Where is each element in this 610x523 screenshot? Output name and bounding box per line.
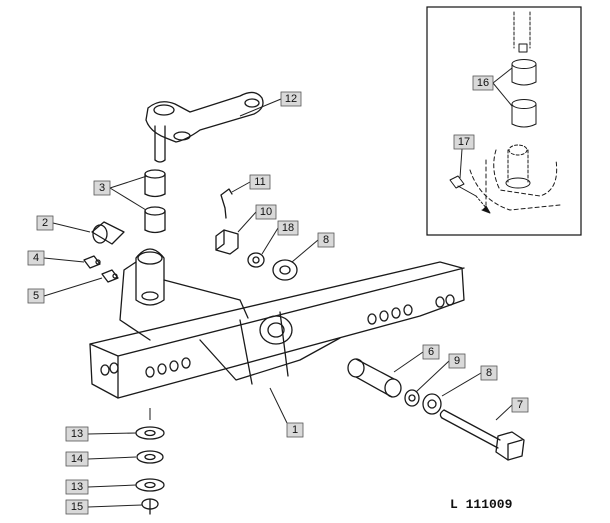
svg-text:3: 3 — [99, 182, 105, 194]
svg-text:13: 13 — [71, 428, 83, 440]
callout-13-lower: 13 — [65, 479, 89, 495]
callout-7: 7 — [511, 397, 529, 413]
callout-16: 16 — [472, 75, 494, 91]
callout-18: 18 — [277, 220, 299, 236]
svg-text:15: 15 — [71, 501, 83, 513]
callout-8-lower: 8 — [480, 365, 498, 381]
callout-15: 15 — [65, 499, 89, 515]
svg-text:7: 7 — [517, 399, 523, 411]
svg-text:18: 18 — [282, 222, 294, 234]
svg-text:8: 8 — [323, 234, 329, 246]
callout-10: 10 — [255, 204, 277, 220]
callout-8-upper: 8 — [317, 232, 335, 248]
svg-text:11: 11 — [254, 176, 265, 188]
callout-17: 17 — [453, 134, 475, 150]
callout-3: 3 — [93, 180, 111, 196]
callout-9: 9 — [448, 353, 466, 369]
svg-text:8: 8 — [486, 367, 492, 379]
callout-1: 1 — [286, 422, 304, 438]
callout-2: 2 — [36, 215, 54, 231]
svg-text:9: 9 — [454, 355, 460, 367]
axle-assembly-drawing — [83, 91, 525, 515]
svg-text:16: 16 — [477, 77, 489, 89]
inset-detail — [426, 6, 582, 236]
callout-4: 4 — [27, 250, 45, 266]
svg-text:1: 1 — [292, 424, 298, 436]
callout-5: 5 — [27, 288, 45, 304]
leader-lines — [43, 67, 513, 508]
svg-text:17: 17 — [458, 136, 470, 148]
svg-text:10: 10 — [260, 206, 272, 218]
svg-text:13: 13 — [71, 481, 83, 493]
callout-6: 6 — [422, 344, 440, 360]
callout-12: 12 — [280, 91, 302, 107]
callout-14: 14 — [65, 451, 89, 467]
figure-reference-code: L 111009 — [450, 497, 513, 512]
svg-text:6: 6 — [428, 346, 434, 358]
svg-text:12: 12 — [285, 93, 297, 105]
svg-text:14: 14 — [71, 453, 83, 465]
callout-13-upper: 13 — [65, 426, 89, 442]
svg-text:2: 2 — [42, 217, 48, 229]
svg-text:4: 4 — [33, 252, 39, 264]
callout-11: 11 — [249, 174, 271, 190]
svg-text:5: 5 — [33, 290, 39, 302]
